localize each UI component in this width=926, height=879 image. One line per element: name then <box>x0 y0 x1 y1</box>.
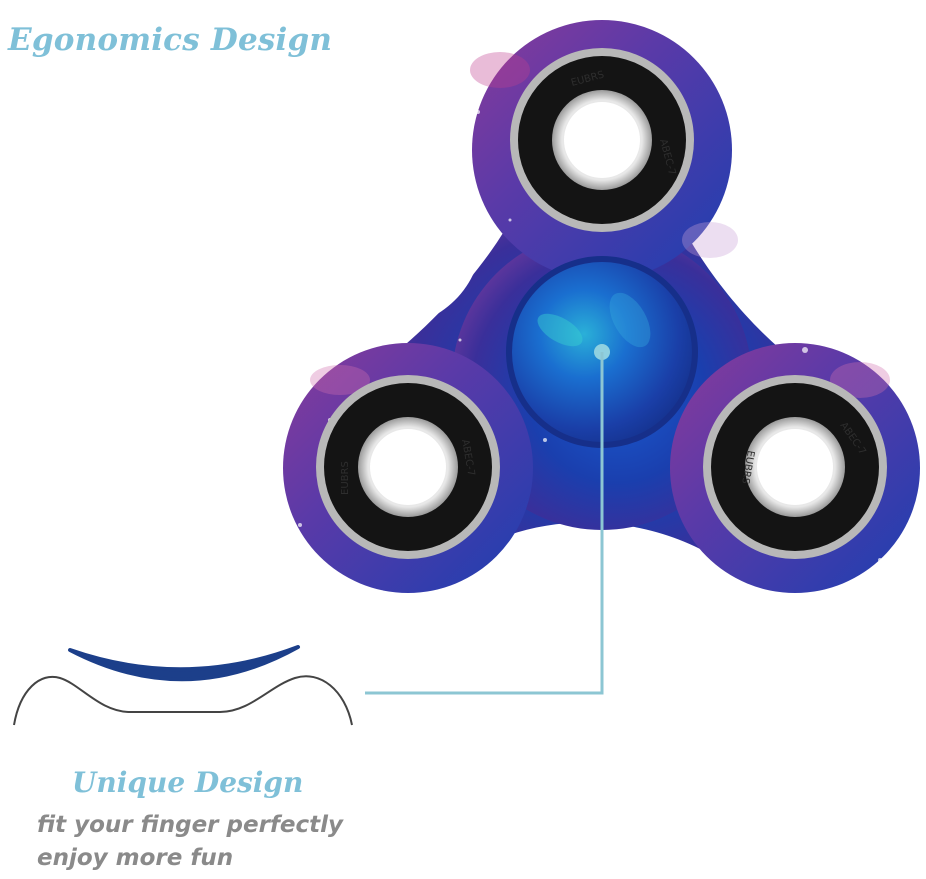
svg-text:EUBRS: EUBRS <box>340 461 351 495</box>
page-title: Egonomics Design <box>8 22 333 58</box>
bearing-left: EUBRS ABEC-7 <box>316 375 500 559</box>
callout-line-1: fit your finger perfectly <box>37 812 344 838</box>
bearing-top: EUBRS ABEC-7 <box>510 48 694 232</box>
bearing-right: ABEC-7 EUBRS <box>703 375 887 559</box>
finger-ergonomics-icon <box>13 645 353 726</box>
callout-pointer <box>365 344 610 695</box>
callout-title: Unique Design <box>72 766 304 799</box>
callout-line-2: enjoy more fun <box>37 845 234 871</box>
